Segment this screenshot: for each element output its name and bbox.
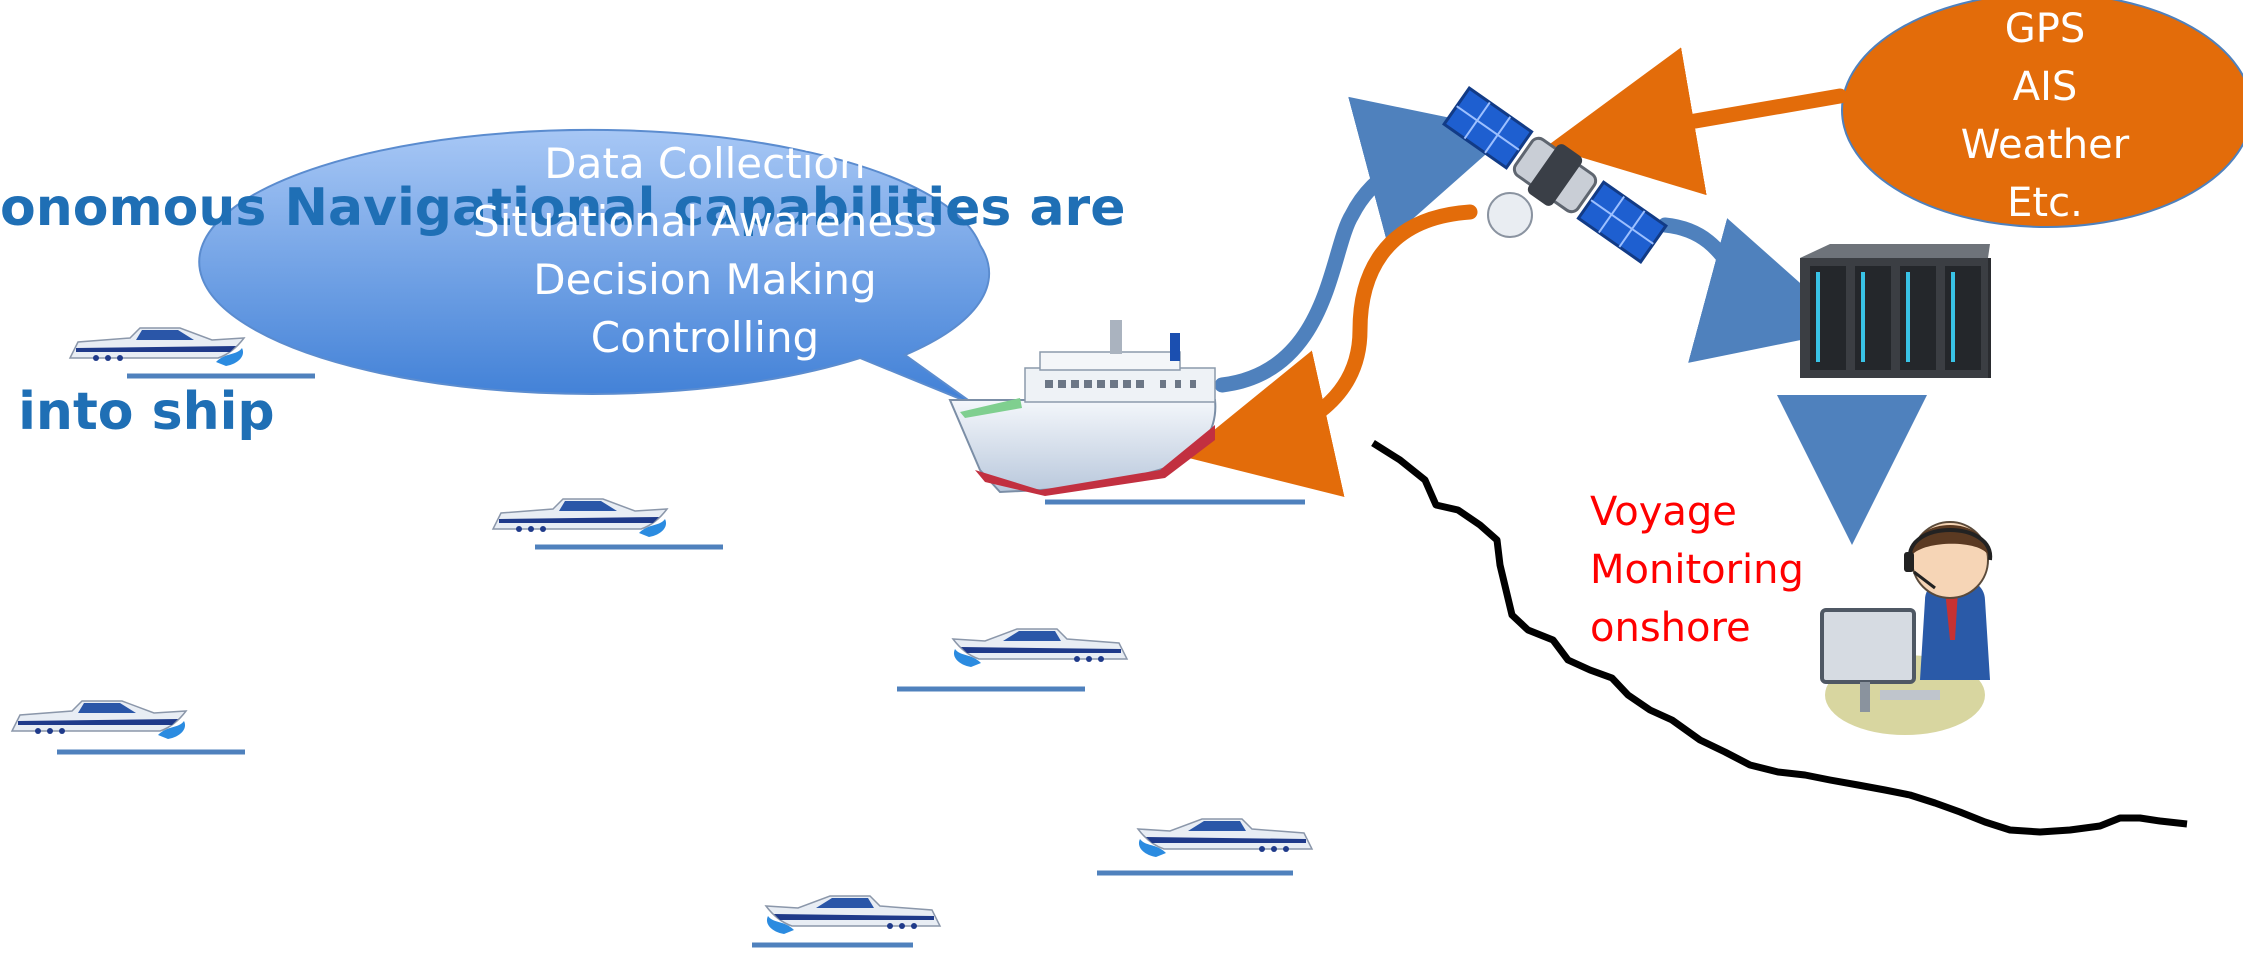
slide-title-line-2: into ship [0, 382, 275, 442]
data-source-item: GPS [2004, 6, 2086, 52]
data-source-item: Weather [1960, 122, 2130, 168]
coastline [1371, 440, 2188, 836]
satellite-to-ship-arrow [1181, 204, 1478, 497]
capabilities-list: Data Collection Situational Awareness De… [430, 135, 980, 367]
boat-icon [952, 628, 1128, 668]
operator-icon [1820, 521, 1993, 735]
ship-to-satellite-arrow [1214, 96, 1513, 393]
capability-item: Data Collection [544, 139, 866, 188]
data-source-item: Etc. [2007, 180, 2083, 226]
satellite-to-server-arrow [1657, 217, 1853, 363]
capability-item: Controlling [590, 313, 820, 362]
monitoring-line: Voyage [1590, 489, 1737, 535]
boat-icon [1137, 818, 1313, 858]
capabilities-bubble [198, 128, 991, 406]
monitoring-line: onshore [1590, 605, 1751, 651]
boat-icon [11, 700, 187, 740]
slide-title: onomous Navigational capabilities are in… [0, 38, 1125, 514]
data-source-item: AIS [2012, 64, 2078, 110]
data-sources-list: GPS AIS Weather Etc. [1870, 0, 2220, 232]
ship-icon [948, 320, 1217, 496]
monitoring-label: Voyage Monitoring onshore [1590, 483, 1804, 657]
capability-item: Decision Making [533, 255, 877, 304]
boat-icon [765, 895, 941, 935]
satellite-icon [1441, 86, 1669, 264]
monitoring-line: Monitoring [1590, 547, 1804, 593]
server-rack-icon [1800, 244, 1991, 378]
slide-title-line-1: onomous Navigational capabilities are [0, 178, 1126, 238]
data-sources-bubble [1841, 0, 2243, 228]
capability-item: Situational Awareness [473, 197, 937, 246]
data-to-satellite-arrow [1546, 47, 1848, 196]
